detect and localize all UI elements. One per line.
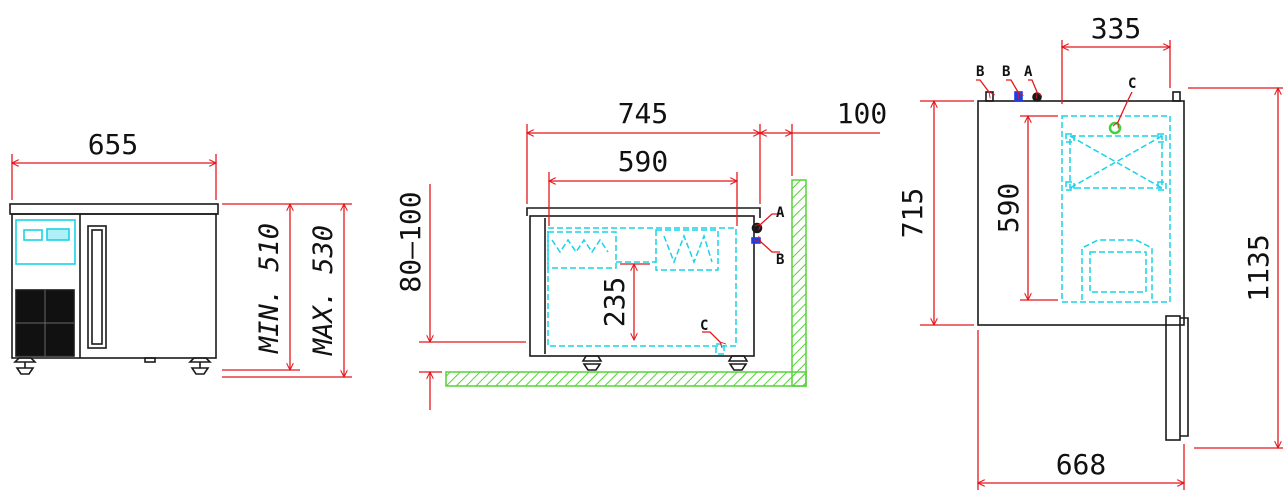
side-compressor-coil	[663, 233, 713, 265]
top-connection-b2-label: B	[1002, 64, 1010, 80]
side-inner-depth-label: 590	[618, 145, 669, 178]
side-cabinet-body	[529, 215, 755, 357]
top-inner-depth-label: 590	[992, 183, 1025, 234]
min-height-label: MIN. 510	[254, 223, 285, 354]
side-drain-c-label: C	[700, 318, 708, 334]
max-height-label: MAX. 530	[308, 225, 339, 356]
top-inlet-b1	[985, 91, 994, 102]
top-drain-c	[1108, 121, 1122, 135]
inlet-spacing-label: 335	[1091, 12, 1142, 45]
side-hidden-lines	[547, 227, 737, 355]
top-inlet-b2	[1014, 91, 1023, 102]
inner-height-label: 235	[598, 277, 631, 328]
top-width-label: 668	[1056, 448, 1107, 481]
side-depth-label: 745	[618, 97, 669, 130]
floor-hatch	[445, 371, 807, 387]
top-cabinet-outline	[977, 100, 1185, 326]
top-evaporator-frame	[1069, 135, 1163, 189]
front-cabinet-body	[11, 213, 217, 359]
front-drain-stub	[144, 357, 156, 363]
side-worktop	[526, 207, 761, 218]
top-rear-stub	[1172, 91, 1181, 102]
top-door-hinge	[1180, 317, 1189, 437]
door-open-depth-label: 1135	[1242, 234, 1275, 301]
side-foot-rear	[727, 355, 749, 371]
control-panel	[15, 219, 76, 265]
side-view-wall-and-floor	[445, 179, 807, 387]
side-connection-a-label: A	[776, 205, 785, 221]
top-door-open	[1165, 315, 1181, 441]
top-inlet-a	[1032, 92, 1042, 102]
top-view	[977, 91, 1189, 441]
front-width-label: 655	[88, 128, 139, 161]
top-inner-liner	[1061, 115, 1171, 303]
control-buttons	[46, 228, 70, 241]
front-view	[9, 203, 219, 375]
front-dimensions	[12, 154, 352, 377]
wall-gap-label: 100	[837, 97, 888, 130]
side-evaporator	[547, 231, 617, 269]
top-connection-b1-label: B	[976, 64, 984, 80]
side-inner-liner	[547, 227, 737, 347]
front-foot-left	[13, 357, 37, 375]
rear-wall-hatch	[791, 179, 807, 387]
side-evaporator-coil	[551, 238, 609, 254]
top-connection-a-label: A	[1024, 64, 1033, 80]
top-hidden-lines	[1061, 115, 1171, 303]
front-top-panel	[9, 203, 219, 215]
door-handle	[87, 225, 107, 349]
top-dimensions	[920, 40, 1283, 490]
door-handle-inner	[91, 229, 103, 345]
side-compressor-box	[655, 229, 719, 271]
front-foot-right	[188, 357, 212, 375]
connection-b-fitting	[751, 237, 761, 244]
side-dimensions	[419, 124, 880, 410]
floor-gap-label: 80–100	[394, 191, 427, 292]
side-connection-b-label: B	[776, 252, 784, 268]
display-screen	[23, 229, 43, 241]
top-drain-c-label: C	[1128, 76, 1136, 92]
connection-a-fitting	[751, 222, 763, 234]
side-foot-front	[581, 355, 603, 371]
top-compressor-outline	[1081, 239, 1153, 300]
top-depth-label: 715	[896, 188, 929, 239]
